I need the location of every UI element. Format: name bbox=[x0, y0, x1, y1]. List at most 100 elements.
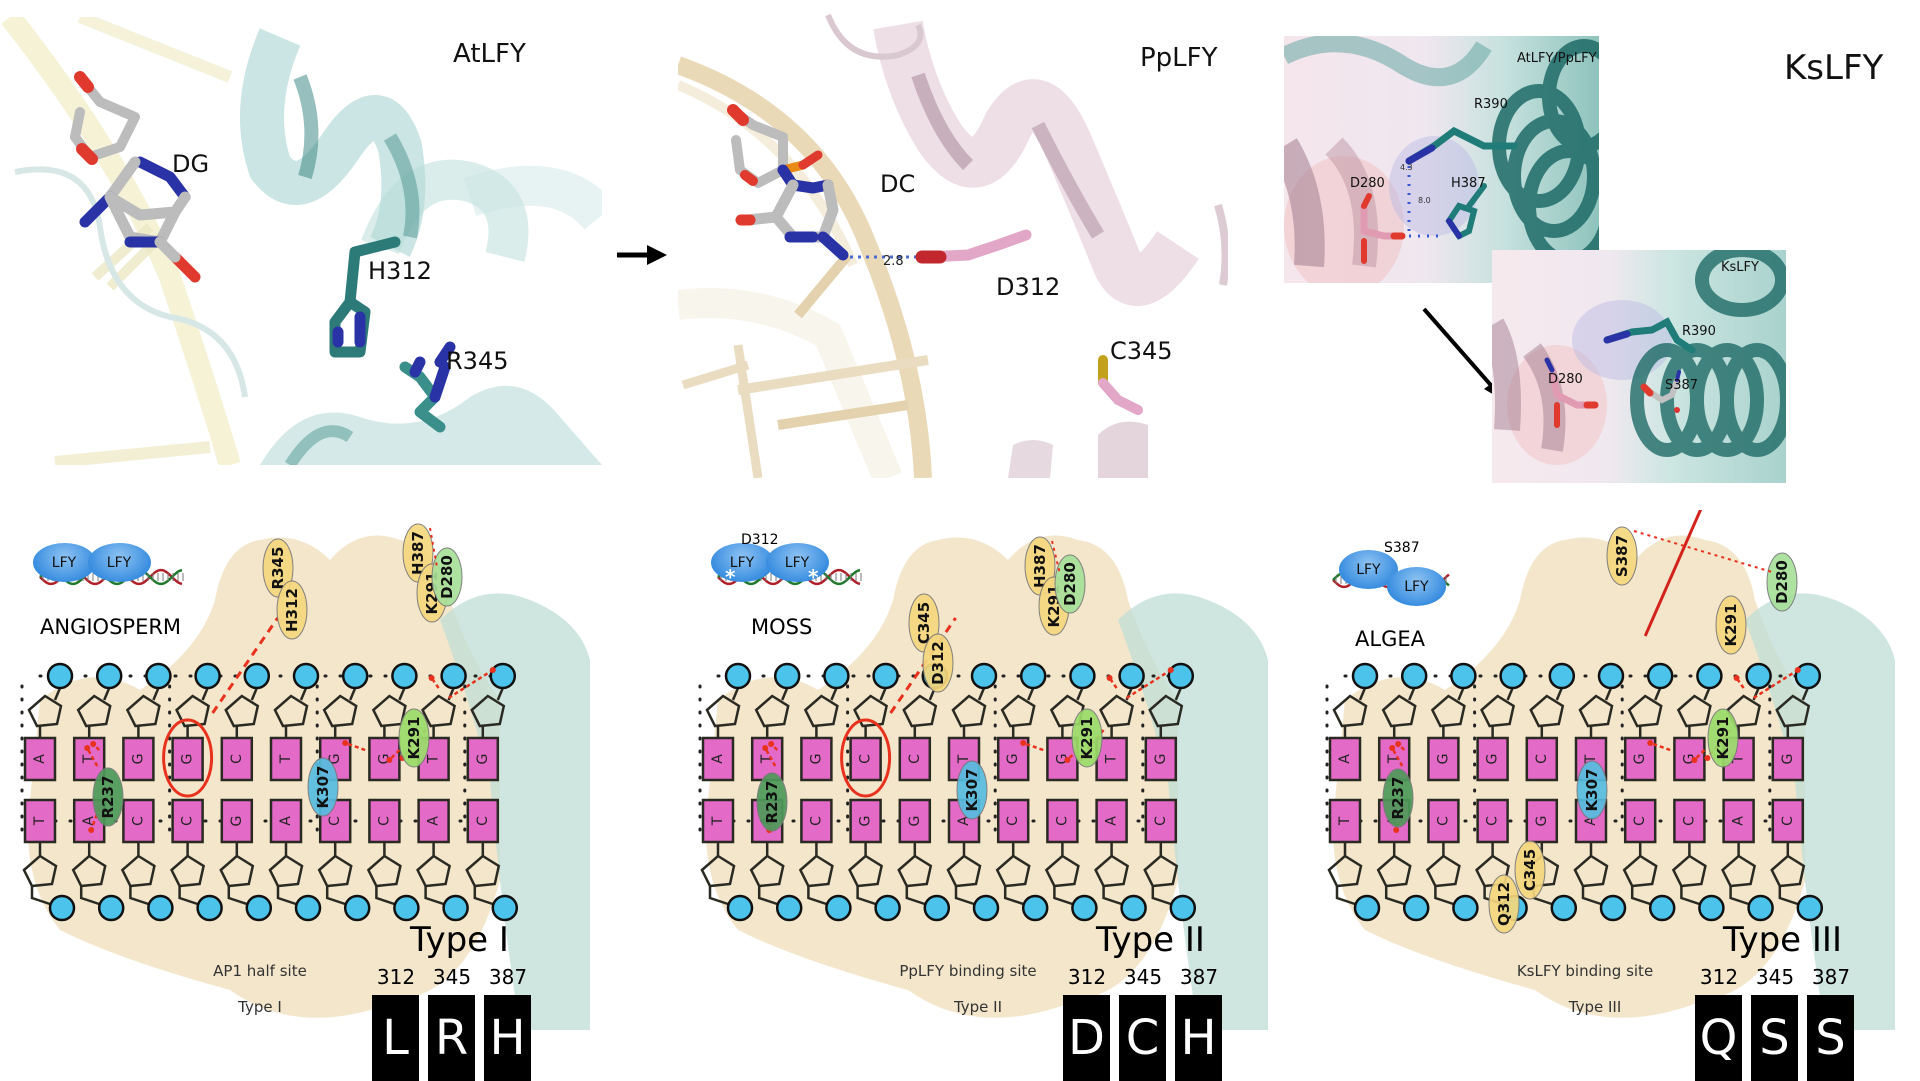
phosphate-circle bbox=[1599, 894, 1627, 922]
sugar-pentagon bbox=[76, 694, 112, 728]
base-letter: T bbox=[32, 816, 48, 826]
sugar-pentagon bbox=[705, 694, 741, 728]
sugar-pentagon bbox=[1099, 694, 1135, 728]
residue-badge-k291: K291 bbox=[1715, 595, 1747, 655]
base-box bbox=[1427, 798, 1460, 844]
residue-badge-label: R237 bbox=[763, 781, 781, 824]
sugar-pentagon bbox=[1578, 694, 1614, 728]
residue-badge-label: K307 bbox=[963, 769, 981, 812]
phosphate-circle bbox=[489, 662, 517, 690]
sugar-pentagon bbox=[1573, 854, 1609, 888]
residue-badge-label: K291 bbox=[1714, 717, 1732, 760]
base-box bbox=[417, 798, 450, 844]
sugar-pentagon bbox=[1671, 854, 1707, 888]
inset-bottom-s387: S387 bbox=[1665, 378, 1699, 393]
phosphate-circle bbox=[343, 894, 371, 922]
base-letter: C bbox=[1153, 816, 1169, 826]
sugar-pentagon bbox=[902, 694, 938, 728]
phosphate-circle bbox=[773, 662, 801, 690]
sugar-pentagon bbox=[22, 854, 58, 888]
phosphate-circle bbox=[1796, 894, 1824, 922]
contact-arrowhead bbox=[762, 745, 769, 751]
kslfy-inset-render bbox=[1492, 250, 1786, 465]
base-letter: C bbox=[808, 816, 824, 826]
contact-arrow bbox=[764, 747, 777, 767]
base-box bbox=[23, 736, 57, 782]
inset-top-distance-2: 8.0 bbox=[1418, 196, 1431, 205]
contact-arrow bbox=[388, 749, 401, 761]
residue-position-387: 387 bbox=[488, 965, 528, 989]
base-letter: T bbox=[81, 754, 97, 764]
residue-badge-r345: R345 bbox=[262, 538, 294, 598]
lfy-monomer-icon: LFY bbox=[1387, 567, 1446, 607]
residue-badge-label: K291 bbox=[405, 717, 423, 760]
h312-stick-model bbox=[329, 236, 401, 358]
base-letter: C bbox=[475, 816, 491, 826]
base-box bbox=[1476, 736, 1509, 782]
contact-arrow bbox=[447, 668, 494, 700]
base-letter: G bbox=[808, 754, 824, 765]
residue-badge-label: S387 bbox=[1613, 535, 1631, 577]
phosphate-circle bbox=[393, 894, 420, 922]
contact-arrow bbox=[1693, 749, 1706, 761]
phosphate-circle bbox=[1550, 894, 1578, 922]
residue-position-387: 387 bbox=[1811, 965, 1851, 989]
base-letter: G bbox=[1534, 816, 1550, 827]
residue-identity-box: L bbox=[372, 995, 419, 1081]
base-letter: C bbox=[1534, 754, 1550, 764]
phosphate-circle bbox=[1021, 894, 1049, 922]
nucleotide-label-dg: DG bbox=[172, 150, 210, 178]
highlighted-base-ring bbox=[840, 718, 892, 798]
binding-site-panel-3: ATTAGCGCCGTAGCGCTAGCS387K291D280R237K307… bbox=[1305, 510, 1920, 1081]
base-letter: C bbox=[327, 816, 343, 826]
residue-badge-d280: D280 bbox=[1766, 552, 1798, 612]
backbone-link bbox=[977, 687, 986, 701]
base-letter: G bbox=[1632, 754, 1648, 765]
sugar-pentagon bbox=[170, 854, 206, 888]
type-title: Type III bbox=[1723, 920, 1842, 960]
phosphate-circle bbox=[825, 894, 852, 922]
dimer-residue-note: D312 bbox=[741, 532, 779, 548]
base-letter: C bbox=[1632, 816, 1648, 826]
base-letter: A bbox=[81, 816, 97, 826]
phosphate-circle bbox=[1400, 662, 1428, 690]
contact-arrow bbox=[1391, 747, 1404, 767]
sugar-pentagon bbox=[1000, 694, 1036, 728]
base-box bbox=[849, 798, 882, 844]
base-box bbox=[220, 736, 254, 782]
sugar-pentagon bbox=[1430, 694, 1466, 728]
base-box bbox=[800, 798, 833, 844]
phosphate-circle bbox=[872, 662, 899, 690]
residue-position-312: 312 bbox=[1067, 965, 1107, 989]
contact-arrowhead bbox=[1704, 755, 1711, 761]
base-box bbox=[898, 736, 932, 782]
residue-badge-label: R237 bbox=[99, 776, 117, 819]
species-label: ALGEA bbox=[1355, 627, 1425, 651]
binding-site-label: KsLFY binding site bbox=[1516, 962, 1654, 980]
protein-surface-tan bbox=[1333, 535, 1805, 1018]
base-letter: A bbox=[1583, 816, 1599, 826]
base-letter: G bbox=[1153, 754, 1169, 765]
contact-arrow bbox=[1125, 668, 1172, 700]
base-letter: G bbox=[1485, 754, 1501, 765]
base-box bbox=[122, 736, 155, 782]
backbone-link bbox=[299, 687, 308, 701]
sugar-pentagon bbox=[120, 854, 156, 888]
inset-top-d280: D280 bbox=[1350, 176, 1385, 191]
sugar-pentagon bbox=[853, 694, 889, 728]
base-letter: G bbox=[327, 754, 343, 765]
base-letter: A bbox=[710, 754, 726, 764]
backbone-link bbox=[152, 687, 160, 701]
backbone-link bbox=[781, 687, 789, 701]
base-box bbox=[1623, 798, 1657, 844]
residue-identity-box: S bbox=[1807, 995, 1854, 1081]
binding-site-type: Type I bbox=[238, 998, 282, 1016]
sugar-pentagon bbox=[1627, 694, 1663, 728]
phosphate-circle bbox=[46, 662, 74, 690]
base-box bbox=[1144, 736, 1178, 782]
base-box bbox=[1771, 798, 1805, 844]
base-letter: A bbox=[32, 754, 48, 764]
base-letter: T bbox=[759, 754, 775, 764]
sugar-pentagon bbox=[1622, 854, 1658, 888]
guanine-stick-model bbox=[70, 71, 201, 283]
